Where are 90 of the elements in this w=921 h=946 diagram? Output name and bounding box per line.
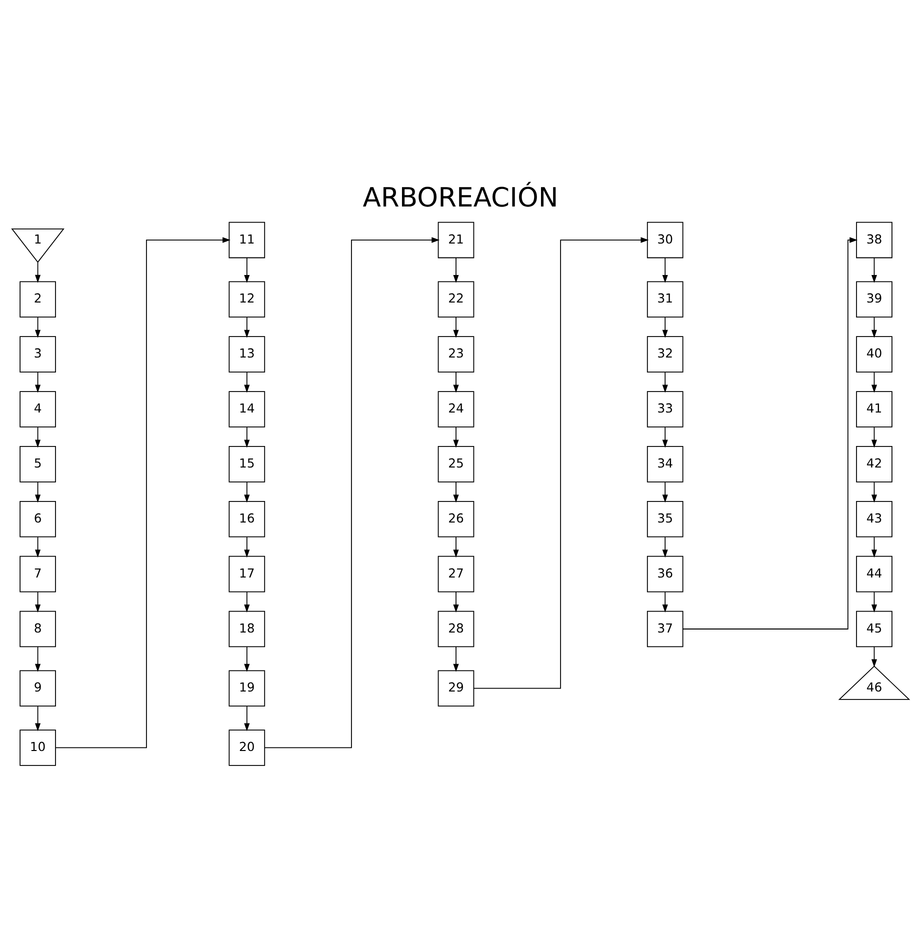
node-box: 39 <box>856 280 892 318</box>
node-box: 45 <box>856 610 892 647</box>
node-box: 31 <box>646 280 684 318</box>
arrow <box>662 371 668 392</box>
arrow <box>871 591 878 612</box>
arrow <box>244 426 250 448</box>
node-box: 28 <box>438 610 474 647</box>
arrow <box>244 256 250 282</box>
arrow <box>35 316 41 338</box>
node-box: 27 <box>438 555 474 592</box>
arrow <box>453 481 459 502</box>
node-box: 8 <box>20 610 56 647</box>
arrow <box>662 481 668 502</box>
arrow <box>244 591 250 612</box>
arrow <box>55 236 231 748</box>
arrow <box>264 236 440 748</box>
node-box: 14 <box>228 390 266 427</box>
arrow <box>662 426 668 448</box>
arrow <box>453 591 459 612</box>
arrow <box>35 705 41 731</box>
arrow <box>35 371 41 392</box>
node-box: 32 <box>646 336 684 372</box>
arrow <box>453 371 459 392</box>
arrow <box>871 536 878 558</box>
arrow <box>244 481 250 502</box>
node-box: 38 <box>856 221 892 258</box>
node-box: 5 <box>20 446 56 482</box>
node-box: 12 <box>228 280 266 318</box>
node-box: 18 <box>228 610 266 647</box>
node-box: 9 <box>20 670 56 706</box>
arrow <box>453 256 459 282</box>
node-box: 4 <box>20 390 56 427</box>
node-box: 37 <box>646 610 684 647</box>
node-box: 35 <box>646 500 684 537</box>
arrow <box>244 536 250 558</box>
arrow <box>662 316 668 338</box>
node-box: 26 <box>438 500 474 537</box>
diagram-title: ARBOREACIÓN <box>362 182 558 213</box>
arrow <box>453 646 459 672</box>
node-box: 30 <box>646 221 684 258</box>
node-box: 20 <box>228 729 266 766</box>
node-box: 23 <box>438 336 474 372</box>
node-box: 41 <box>856 390 892 427</box>
node-box: 43 <box>856 500 892 537</box>
arrow <box>453 426 459 448</box>
node-box: 11 <box>228 221 266 258</box>
node-box: 36 <box>646 555 684 592</box>
arrow <box>662 591 668 612</box>
node-box: 21 <box>438 221 474 258</box>
node-box: 10 <box>20 729 56 766</box>
arrow <box>473 236 649 688</box>
arrow <box>244 371 250 392</box>
arrow <box>244 705 250 731</box>
arrow <box>35 481 41 502</box>
node-box: 7 <box>20 555 56 592</box>
node-box: 34 <box>646 446 684 482</box>
arrow <box>35 262 41 282</box>
node-box: 3 <box>20 336 56 372</box>
arrow <box>453 536 459 558</box>
arrow <box>244 646 250 672</box>
arrow <box>871 316 878 338</box>
node-box: 13 <box>228 336 266 372</box>
node-box: 44 <box>856 555 892 592</box>
arrow <box>662 256 668 282</box>
node-box: 2 <box>20 280 56 318</box>
arrow <box>871 646 878 667</box>
arrow <box>35 426 41 448</box>
node-box: 6 <box>20 500 56 537</box>
node-box: 42 <box>856 446 892 482</box>
node-box: 40 <box>856 336 892 372</box>
node-box: 15 <box>228 446 266 482</box>
node-box: 17 <box>228 555 266 592</box>
arrow <box>871 481 878 502</box>
node-box: 29 <box>438 670 474 706</box>
node-box: 33 <box>646 390 684 427</box>
arrow <box>35 536 41 558</box>
arrow <box>871 256 878 282</box>
node-box: 16 <box>228 500 266 537</box>
arrow <box>682 236 858 629</box>
arrow <box>35 646 41 672</box>
node-box: 25 <box>438 446 474 482</box>
arrow <box>871 426 878 448</box>
node-box: 22 <box>438 280 474 318</box>
arrow <box>871 371 878 392</box>
arrow <box>244 316 250 338</box>
arrow <box>35 591 41 612</box>
node-box: 19 <box>228 670 266 706</box>
arrow <box>662 536 668 558</box>
arrow <box>453 316 459 338</box>
node-box: 24 <box>438 390 474 427</box>
